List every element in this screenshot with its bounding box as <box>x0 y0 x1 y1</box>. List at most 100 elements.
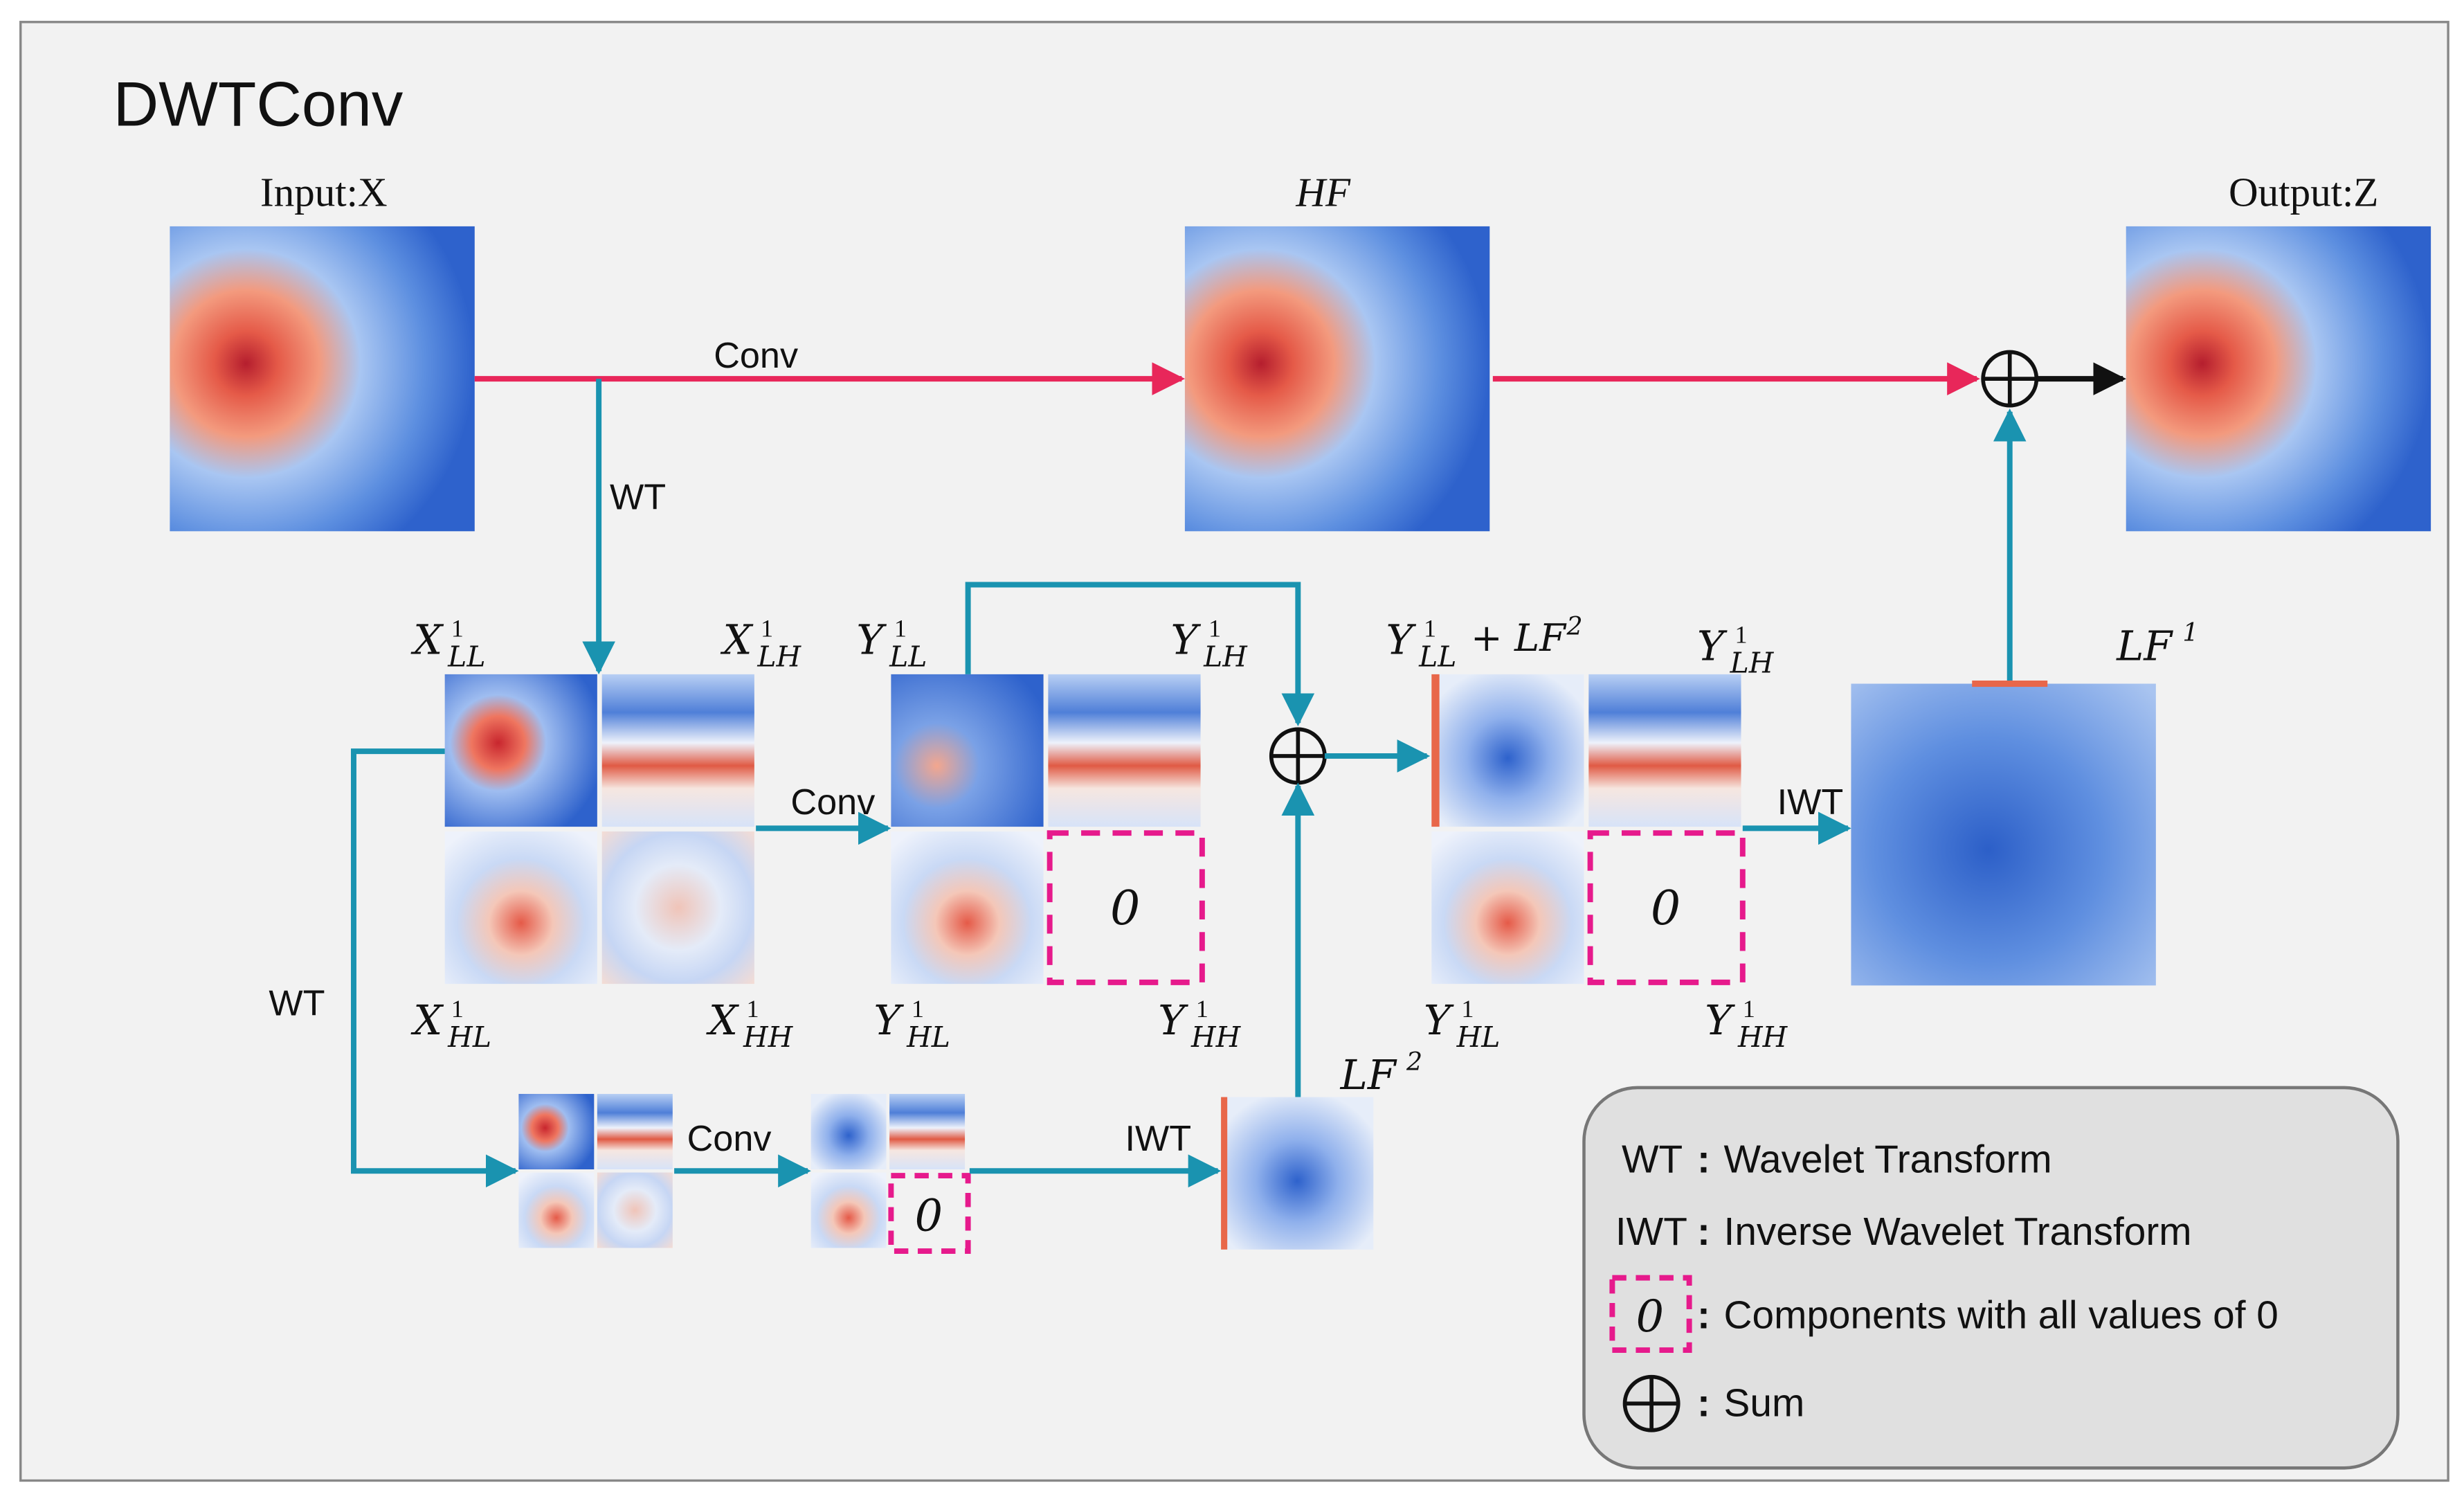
svg-text:2: 2 <box>1566 611 1583 641</box>
legend-item-wt: WT : Wavelet Transform <box>1622 1138 2052 1182</box>
output-feature-map <box>2126 226 2431 532</box>
x2-hl-tile <box>518 1172 595 1248</box>
svg-text:HL: HL <box>906 1021 950 1054</box>
lf2-left-edge <box>1221 1097 1228 1250</box>
y-ll-label: Y 1 LL <box>856 614 927 673</box>
conv-label-mid: Conv <box>790 782 875 823</box>
svg-text::: : <box>1697 1210 1710 1254</box>
combined-hl-label: Y 1 HL <box>1424 995 1500 1054</box>
combined-hl-tile <box>1431 831 1584 985</box>
combined-lh-label: Y 1 LH <box>1697 620 1775 679</box>
iwt-label-low: IWT <box>1125 1119 1191 1159</box>
x2-ll-tile <box>518 1094 595 1169</box>
x2-hh-tile <box>597 1172 673 1248</box>
combined-ll-edge <box>1431 674 1440 827</box>
svg-text:1: 1 <box>1461 995 1474 1023</box>
svg-text:1: 1 <box>1424 614 1436 642</box>
svg-text::: : <box>1697 1381 1710 1425</box>
svg-text:LF: LF <box>2116 622 2173 669</box>
x-hh-tile <box>601 831 754 985</box>
y-hh-zero-box <box>1047 830 1205 985</box>
x-ll-tile <box>444 674 597 827</box>
combined-lh-tile <box>1588 674 1741 827</box>
sum-symbol-mid <box>1269 727 1327 785</box>
wt-label-down: WT <box>610 478 666 518</box>
y-hl-label: Y 1 HL <box>873 995 950 1054</box>
svg-text:X: X <box>720 615 753 663</box>
legend-box: WT : Wavelet Transform IWT : Inverse Wav… <box>1582 1086 2400 1470</box>
svg-text:1: 1 <box>747 995 759 1023</box>
x2-subbands-grid <box>518 1094 673 1248</box>
y-hh-label: Y 1 HH <box>1158 995 1241 1054</box>
wt-label-left: WT <box>269 984 325 1024</box>
hf-label: HF <box>1295 169 1351 215</box>
y2-ll-tile <box>810 1094 887 1169</box>
svg-text:+ LF: + LF <box>1471 615 1567 660</box>
svg-text:HH: HH <box>743 1021 794 1054</box>
conv-label-top: Conv <box>714 336 798 376</box>
svg-text:1: 1 <box>912 995 924 1023</box>
svg-text:X: X <box>410 615 444 663</box>
svg-text:HH: HH <box>1737 1021 1788 1054</box>
figure-title: DWTConv <box>114 70 404 140</box>
svg-text:Components with all values of: Components with all values of 0 <box>1724 1293 2279 1337</box>
svg-text:Y: Y <box>873 996 904 1044</box>
svg-text:HL: HL <box>447 1021 491 1054</box>
y-lh-tile <box>1048 674 1201 827</box>
x-hl-tile <box>444 831 597 985</box>
legend-item-zero: 0 : Components with all values of 0 <box>1609 1275 2279 1354</box>
svg-text:Y: Y <box>1705 996 1735 1044</box>
svg-text:HH: HH <box>1190 1021 1242 1054</box>
x-subbands-grid <box>444 674 754 985</box>
svg-text:0: 0 <box>1636 1291 1664 1342</box>
sum-symbol-top <box>1981 350 2039 408</box>
x-hl-label: X 1 HL <box>410 995 491 1054</box>
svg-text:1: 1 <box>451 614 464 642</box>
svg-text:LF: LF <box>1340 1051 1397 1099</box>
svg-text:1: 1 <box>2182 618 2198 647</box>
x-hh-label: X 1 HH <box>706 995 794 1054</box>
lf1-label: LF 1 <box>2116 618 2198 669</box>
x2-lh-tile <box>597 1094 673 1169</box>
svg-text:1: 1 <box>894 614 907 642</box>
y-hh-zero-symbol: 0 <box>1110 881 1140 936</box>
svg-text:1: 1 <box>1208 614 1221 642</box>
wt-arrow-left <box>351 748 519 1188</box>
x-ll-label: X 1 LL <box>410 614 485 673</box>
combined-hh-zero-box <box>1587 830 1746 985</box>
combined-ll-label: Y 1 LL + LF 2 <box>1386 611 1582 673</box>
svg-text:LL: LL <box>447 640 485 674</box>
legend-item-iwt: IWT : Inverse Wavelet Transform <box>1615 1210 2192 1254</box>
y-subbands-grid: 0 <box>891 674 1205 985</box>
svg-text:1: 1 <box>1743 995 1755 1023</box>
y2-subbands-grid: 0 <box>810 1094 971 1255</box>
svg-text:Y: Y <box>856 615 887 663</box>
lf1-feature-map <box>1851 683 2156 986</box>
y-lh-label: Y 1 LH <box>1170 614 1248 673</box>
svg-text:LH: LH <box>757 640 801 674</box>
svg-text:Y: Y <box>1697 622 1728 669</box>
y2-lh-tile <box>889 1094 966 1169</box>
svg-text:LH: LH <box>1203 640 1248 674</box>
svg-text:LL: LL <box>889 640 927 674</box>
svg-text:2: 2 <box>1406 1047 1422 1077</box>
y-hl-tile <box>891 831 1044 985</box>
svg-text:Y: Y <box>1424 996 1454 1044</box>
legend-zero-box <box>1609 1275 1692 1354</box>
lf1-top-edge <box>1972 680 2048 687</box>
combined-hh-zero-symbol: 0 <box>1651 881 1681 936</box>
combined-subbands-grid: 0 <box>1431 674 1746 985</box>
y2-hl-tile <box>810 1172 887 1248</box>
lf2-feature-map <box>1221 1097 1374 1250</box>
svg-text:X: X <box>706 996 739 1044</box>
svg-text:Y: Y <box>1170 615 1201 663</box>
svg-text::: : <box>1697 1138 1710 1182</box>
svg-text::: : <box>1697 1293 1710 1337</box>
lf2-label: LF 2 <box>1340 1047 1422 1099</box>
svg-text:1: 1 <box>761 614 773 642</box>
svg-text:1: 1 <box>1196 995 1208 1023</box>
svg-text:Wavelet Transform: Wavelet Transform <box>1724 1138 2052 1182</box>
hf-feature-map <box>1184 226 1490 532</box>
svg-text:Y: Y <box>1386 615 1416 663</box>
